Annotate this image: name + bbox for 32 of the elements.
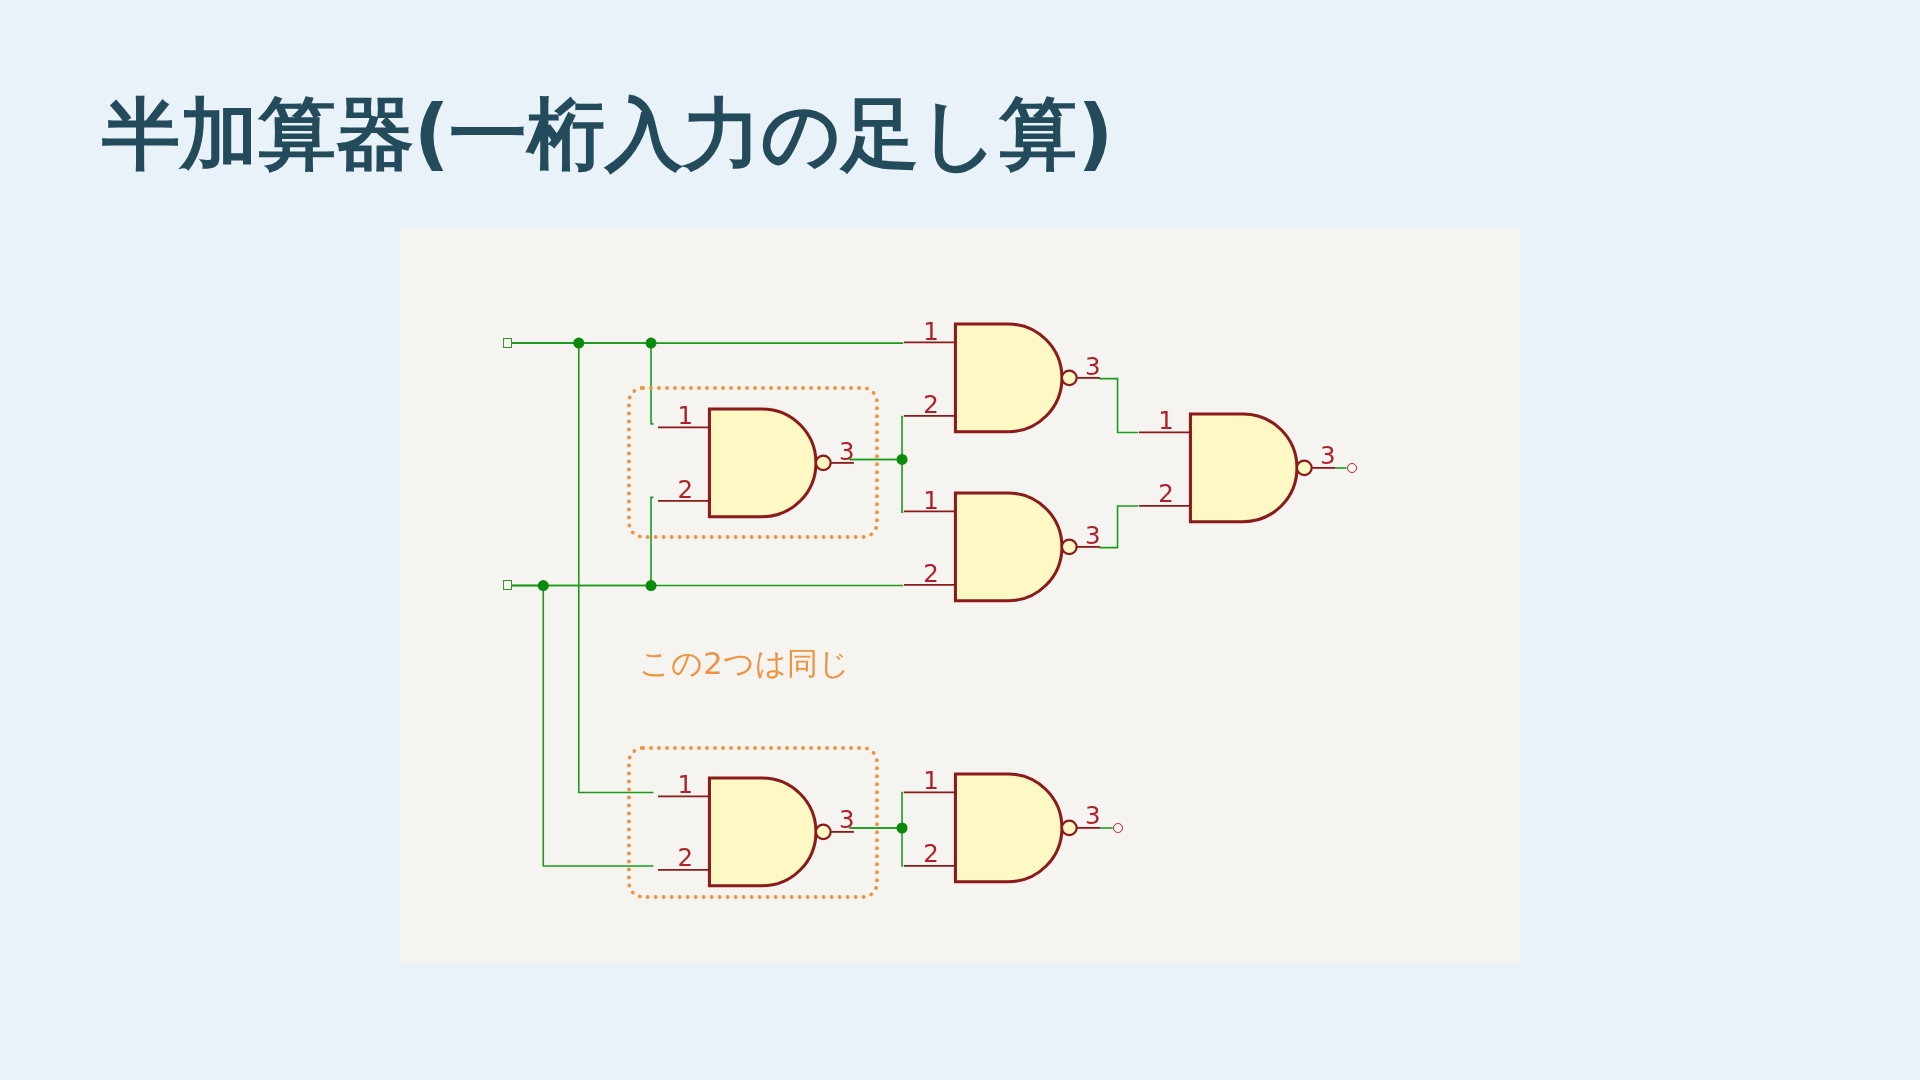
wire [849,826,905,867]
wire [511,342,655,794]
pin-number: 1 [923,319,939,345]
pin-number: 2 [1158,482,1174,507]
pin-number: 2 [923,393,939,418]
pin-number: 1 [677,772,693,798]
pin-number: 1 [677,404,693,429]
pin-number: 3 [839,808,855,833]
wire [1333,466,1348,469]
title: 半加算器(一桁入力の足し算) [101,87,1114,182]
wire [1098,504,1140,549]
pin-number: 3 [1084,355,1101,380]
wire [511,584,655,867]
wire [849,458,905,513]
pin-number: 1 [923,768,939,794]
pin-number: 3 [839,439,855,465]
pin-number: 2 [923,562,939,587]
pin-number: 3 [1320,444,1336,469]
annotation: この2つは同じ [639,645,850,684]
pin-number: 1 [923,488,939,514]
pin-number: 3 [1084,524,1101,549]
wire [1098,377,1140,434]
pin-number: 2 [923,842,939,867]
pin-number: 3 [1084,804,1101,829]
pin-number: 2 [677,477,693,503]
dotted-group-box [626,385,880,539]
pin-number: 2 [677,846,693,871]
wire [1098,826,1114,829]
dotted-group-box [626,745,880,899]
input-terminal [503,580,512,591]
input-terminal [503,337,512,348]
pin-number: 1 [1158,408,1174,434]
